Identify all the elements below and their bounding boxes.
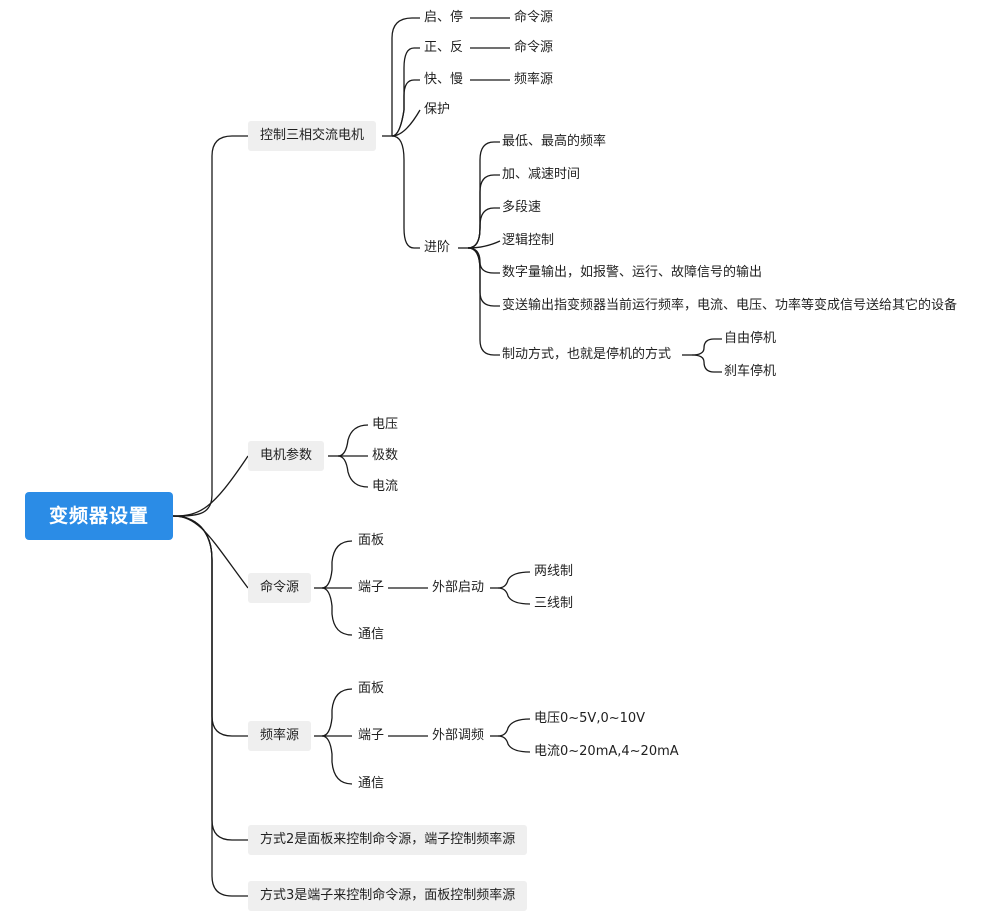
cmd-three-wire[interactable]: 三线制 <box>534 596 574 611</box>
node-fwd-rev-target[interactable]: 命令源 <box>514 40 554 55</box>
param-poles[interactable]: 极数 <box>372 448 399 463</box>
freq-external-tune[interactable]: 外部调频 <box>432 728 485 743</box>
node-freq-source[interactable]: 频率源 <box>248 721 312 751</box>
adv-item-brake-mode[interactable]: 制动方式，也就是停机的方式 <box>502 347 672 362</box>
node-command-source[interactable]: 命令源 <box>248 573 312 603</box>
param-current[interactable]: 电流 <box>372 479 399 494</box>
node-fwd-rev[interactable]: 正、反 <box>424 40 464 55</box>
node-fast-slow-target[interactable]: 频率源 <box>514 72 554 87</box>
freq-panel[interactable]: 面板 <box>358 681 385 696</box>
adv-item-transmit-output[interactable]: 变送输出指变频器当前运行频率，电流、电压、功率等变成信号送给其它的设备 <box>502 298 958 313</box>
adv-item-accel-time[interactable]: 加、减速时间 <box>502 167 581 182</box>
node-start-stop-target[interactable]: 命令源 <box>514 10 554 25</box>
freq-comm[interactable]: 通信 <box>358 776 385 791</box>
node-motor-control[interactable]: 控制三相交流电机 <box>248 121 377 151</box>
adv-item-digital-output[interactable]: 数字量输出，如报警、运行、故障信号的输出 <box>502 265 763 280</box>
cmd-comm[interactable]: 通信 <box>358 627 385 642</box>
brake-item-free-stop[interactable]: 自由停机 <box>724 331 777 346</box>
cmd-terminal[interactable]: 端子 <box>358 580 385 595</box>
node-start-stop[interactable]: 启、停 <box>424 10 464 25</box>
cmd-panel[interactable]: 面板 <box>358 533 385 548</box>
brake-item-brake-stop[interactable]: 刹车停机 <box>724 364 777 379</box>
adv-item-multi-speed[interactable]: 多段速 <box>502 200 542 215</box>
adv-item-freq-range[interactable]: 最低、最高的频率 <box>502 134 607 149</box>
freq-terminal[interactable]: 端子 <box>358 728 385 743</box>
root-node[interactable]: 变频器设置 <box>25 492 173 540</box>
node-motor-params[interactable]: 电机参数 <box>248 441 325 471</box>
param-voltage[interactable]: 电压 <box>372 417 399 432</box>
freq-current-signal[interactable]: 电流0~20mA,4~20mA <box>534 744 679 759</box>
node-mode3[interactable]: 方式3是端子来控制命令源，面板控制频率源 <box>248 881 528 911</box>
adv-item-logic-control[interactable]: 逻辑控制 <box>502 233 555 248</box>
cmd-two-wire[interactable]: 两线制 <box>534 564 574 579</box>
freq-voltage-signal[interactable]: 电压0~5V,0~10V <box>534 711 646 726</box>
node-fast-slow[interactable]: 快、慢 <box>424 72 464 87</box>
node-advanced[interactable]: 进阶 <box>424 240 451 255</box>
node-mode2[interactable]: 方式2是面板来控制命令源，端子控制频率源 <box>248 825 528 855</box>
node-protect[interactable]: 保护 <box>424 102 451 117</box>
cmd-external-start[interactable]: 外部启动 <box>432 580 485 595</box>
